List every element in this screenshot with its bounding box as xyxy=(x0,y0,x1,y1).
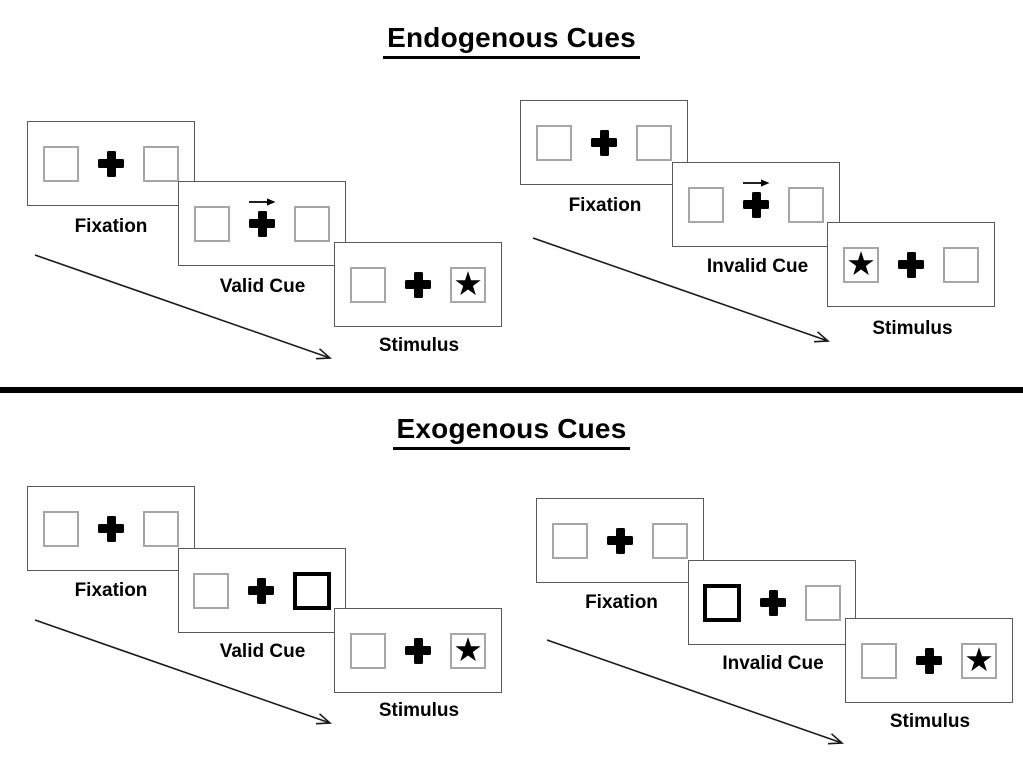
step-label-fixation: Fixation xyxy=(74,216,148,237)
plus-glyph xyxy=(405,271,431,298)
fixation-cross-icon xyxy=(405,271,431,298)
fixation-cross-icon xyxy=(743,178,770,218)
step-label-fixation: Fixation xyxy=(568,195,642,216)
plus-glyph xyxy=(916,647,942,674)
fixation-panel xyxy=(536,498,704,583)
placeholder-box-left xyxy=(43,510,79,547)
placeholder-box-right xyxy=(636,124,672,161)
placeholder-box-left xyxy=(688,186,724,223)
target-box-right: ★ xyxy=(450,265,486,303)
highlighted-cue-box-right xyxy=(293,571,331,610)
cue-arrow-icon xyxy=(743,178,770,187)
placeholder-box-left xyxy=(861,642,897,679)
invalid-cue-panel xyxy=(688,560,856,645)
plus-glyph xyxy=(607,527,633,554)
plus-glyph xyxy=(743,191,769,218)
step-label-cue: Valid Cue xyxy=(219,641,306,662)
fixation-panel xyxy=(27,121,195,206)
step-label-cue: Invalid Cue xyxy=(722,653,824,674)
placeholder-box-right xyxy=(143,145,179,182)
step-label-stimulus: Stimulus xyxy=(378,700,460,721)
fixation-cross-icon xyxy=(249,197,276,237)
timeline-arrow xyxy=(34,619,333,725)
placeholder-box-left xyxy=(350,266,386,303)
section-title-exogenous: Exogenous Cues xyxy=(0,413,1023,450)
placeholder-box-right xyxy=(805,584,841,621)
fixation-cross-icon xyxy=(916,647,942,674)
plus-glyph xyxy=(249,210,275,237)
placeholder-box-left xyxy=(536,124,572,161)
section-title-text: Exogenous Cues xyxy=(392,413,631,450)
fixation-cross-icon xyxy=(760,589,786,616)
fixation-panel xyxy=(520,100,688,185)
plus-glyph xyxy=(98,150,124,177)
fixation-panel xyxy=(27,486,195,571)
target-box-right: ★ xyxy=(961,641,997,679)
placeholder-box-left xyxy=(350,632,386,669)
fixation-cross-icon xyxy=(98,515,124,542)
fixation-cross-icon xyxy=(405,637,431,664)
fixation-cross-icon xyxy=(98,150,124,177)
step-label-stimulus: Stimulus xyxy=(872,318,953,339)
stimulus-panel: ★ xyxy=(827,222,995,307)
stimulus-panel: ★ xyxy=(334,608,502,693)
stimulus-panel: ★ xyxy=(334,242,502,327)
step-label-stimulus: Stimulus xyxy=(889,711,971,732)
plus-glyph xyxy=(591,129,617,156)
step-label-cue: Invalid Cue xyxy=(706,256,809,277)
step-label-cue: Valid Cue xyxy=(219,276,306,297)
plus-glyph xyxy=(248,577,274,604)
valid-cue-panel xyxy=(178,548,346,633)
star-icon: ★ xyxy=(453,265,483,302)
star-icon: ★ xyxy=(964,641,994,678)
star-icon: ★ xyxy=(846,245,876,282)
fixation-cross-icon xyxy=(898,251,924,278)
placeholder-box-left xyxy=(552,522,588,559)
timeline-arrow xyxy=(546,639,845,745)
cue-arrow-icon xyxy=(249,197,276,206)
fixation-cross-icon xyxy=(248,577,274,604)
placeholder-box-right xyxy=(943,246,979,283)
placeholder-box-right xyxy=(143,510,179,547)
section-title-text: Endogenous Cues xyxy=(383,22,640,59)
plus-glyph xyxy=(405,637,431,664)
section-divider xyxy=(0,387,1023,393)
valid-cue-panel xyxy=(178,181,346,266)
section-title-endogenous: Endogenous Cues xyxy=(0,22,1023,59)
placeholder-box-right xyxy=(652,522,688,559)
placeholder-box-left xyxy=(193,572,229,609)
placeholder-box-right xyxy=(788,186,824,223)
fixation-cross-icon xyxy=(607,527,633,554)
star-icon: ★ xyxy=(453,631,483,668)
placeholder-box-left xyxy=(194,205,230,242)
placeholder-box-right xyxy=(294,205,330,242)
plus-glyph xyxy=(98,515,124,542)
plus-glyph xyxy=(760,589,786,616)
placeholder-box-left xyxy=(43,145,79,182)
highlighted-cue-box-left xyxy=(703,583,741,622)
step-label-fixation: Fixation xyxy=(74,580,148,601)
timeline-arrow xyxy=(532,237,831,343)
fixation-cross-icon xyxy=(591,129,617,156)
step-label-stimulus: Stimulus xyxy=(378,335,460,356)
step-label-fixation: Fixation xyxy=(585,592,658,613)
invalid-cue-panel xyxy=(672,162,840,247)
stimulus-panel: ★ xyxy=(845,618,1013,703)
target-box-left: ★ xyxy=(843,245,879,283)
target-box-right: ★ xyxy=(450,631,486,669)
plus-glyph xyxy=(898,251,924,278)
timeline-arrow xyxy=(34,254,333,360)
